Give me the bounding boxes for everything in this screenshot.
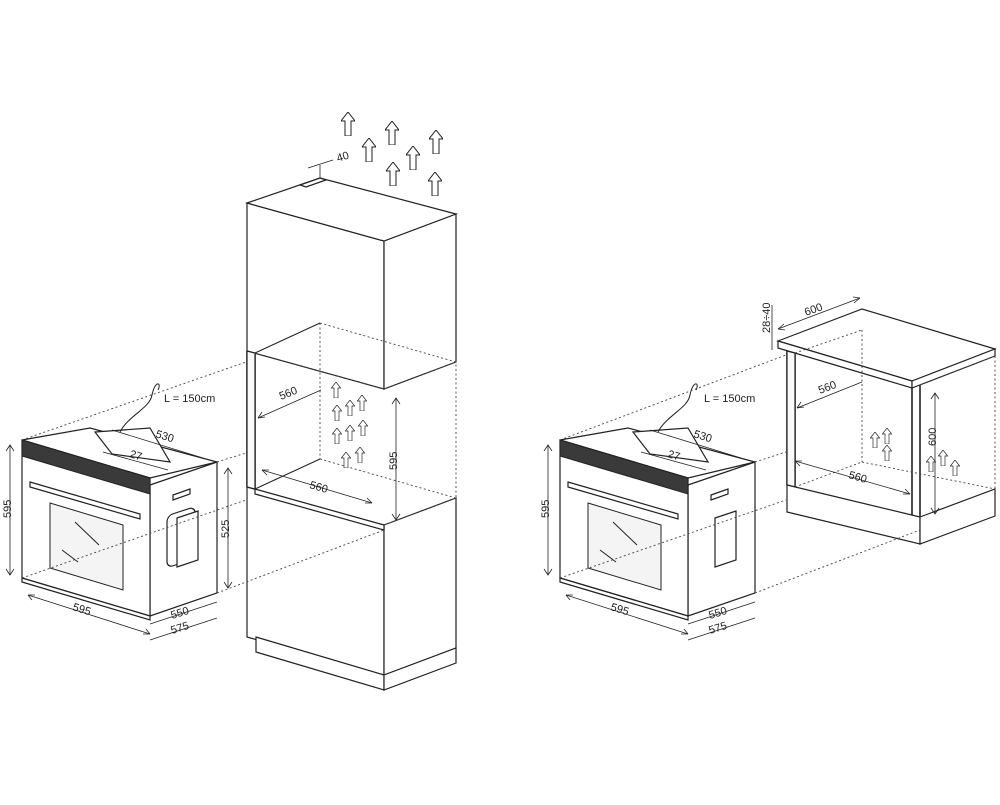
tall-cabinet — [244, 177, 458, 691]
right-base-width-label: 560 — [847, 469, 868, 486]
left-oven-width-label: 595 — [71, 601, 92, 618]
right-oven — [559, 383, 756, 621]
dim-base-width-label: 560 — [308, 479, 329, 496]
right-oven-dims: L = 150cm 595 595 530 27 550 575 — [540, 354, 921, 641]
top-vent-arrows — [341, 112, 443, 196]
left-oven — [21, 383, 218, 621]
counter-gap-label: 28÷40 — [761, 302, 773, 333]
right-niche-height-label: 600 — [927, 428, 939, 446]
undercounter-vent-arrows — [870, 428, 960, 476]
right-oven-width-label: 595 — [609, 601, 630, 618]
left-cable-label: L = 150cm — [164, 393, 215, 405]
undercounter-dims: 600 28÷40 560 560 600 — [761, 296, 940, 515]
left-oven-depth-body-label: 550 — [169, 605, 190, 622]
dim-niche-height: 595 — [388, 397, 401, 521]
counter-width-label: 600 — [803, 301, 824, 319]
right-cable-label: L = 150cm — [704, 393, 755, 405]
left-panel-offset-label: 27 — [128, 448, 143, 463]
dim-base-width: 560 — [261, 469, 373, 504]
left-oven-height-label: 595 — [2, 500, 14, 518]
left-oven-dims: L = 150cm 595 595 530 27 525 550 575 — [2, 361, 385, 641]
right-oven-depth-top-label: 530 — [692, 428, 713, 445]
undercounter-cabinet — [776, 308, 997, 545]
left-oven-side-depth-label: 525 — [220, 520, 232, 538]
left-oven-depth-top-label: 530 — [154, 428, 175, 445]
dim-top-gap-label: 40 — [335, 150, 350, 165]
niche-vent-arrows — [331, 382, 368, 468]
dim-top-gap: 40 — [307, 150, 351, 178]
dim-niche-height-label: 595 — [388, 452, 400, 470]
dim-niche-width-label: 560 — [278, 385, 300, 403]
right-niche-width-label: 560 — [817, 379, 838, 397]
right-oven-depth-body-label: 550 — [707, 605, 728, 622]
dim-niche-width: 560 — [257, 385, 322, 419]
left-oven-depth-total-label: 575 — [169, 620, 190, 637]
right-oven-height-label: 595 — [540, 500, 552, 518]
right-panel-offset-label: 27 — [666, 448, 681, 463]
right-oven-depth-total-label: 575 — [707, 620, 728, 637]
